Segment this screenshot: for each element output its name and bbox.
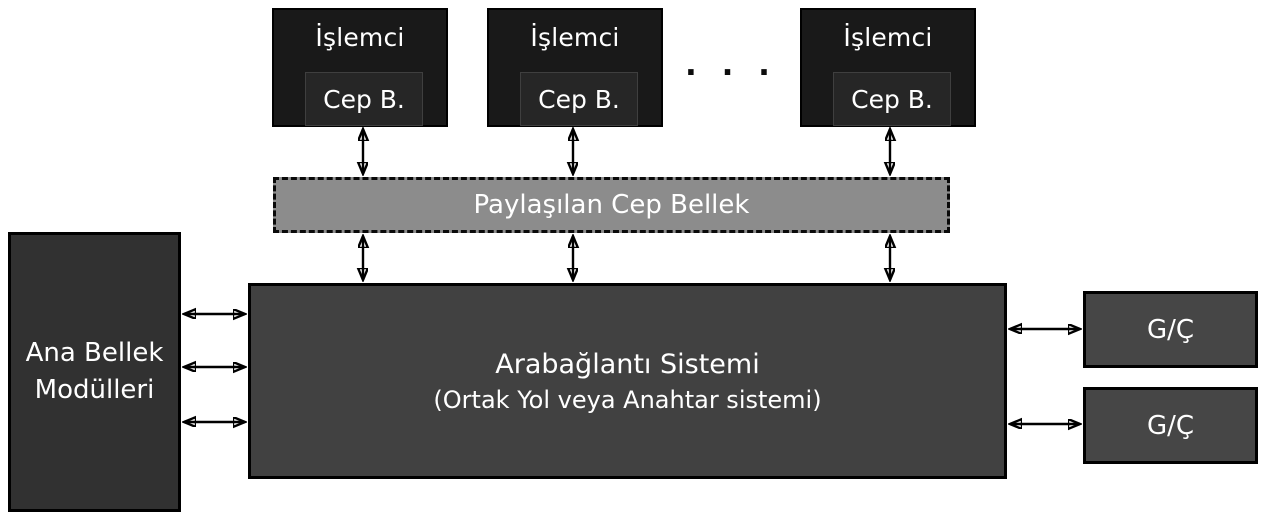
io-box-2: G/Ç	[1083, 387, 1258, 464]
cache-box-2: Cep B.	[520, 72, 638, 126]
io-box-1: G/Ç	[1083, 291, 1258, 368]
processor-label: İşlemci	[843, 23, 933, 52]
main-memory-label-line2: Modülleri	[34, 375, 155, 405]
ellipsis: . . .	[685, 47, 777, 83]
io-label: G/Ç	[1146, 410, 1195, 441]
cache-label: Cep B.	[851, 84, 933, 114]
processor-label: İşlemci	[315, 23, 405, 52]
processor-box-2: İşlemci Cep B.	[487, 8, 663, 127]
shared-cache-box: Paylaşılan Cep Bellek	[273, 177, 950, 233]
interconnect-subtitle: (Ortak Yol veya Anahtar sistemi)	[433, 385, 822, 414]
interconnect-box: Arabağlantı Sistemi (Ortak Yol veya Anah…	[248, 283, 1007, 479]
processor-label: İşlemci	[530, 23, 620, 52]
processor-box-1: İşlemci Cep B.	[272, 8, 448, 127]
io-label: G/Ç	[1146, 314, 1195, 345]
shared-cache-label: Paylaşılan Cep Bellek	[473, 190, 750, 220]
main-memory-box: Ana Bellek Modülleri	[8, 232, 181, 512]
cache-label: Cep B.	[323, 84, 405, 114]
interconnect-title: Arabağlantı Sistemi	[495, 348, 760, 380]
cache-box-3: Cep B.	[833, 72, 951, 126]
main-memory-label-line1: Ana Bellek	[25, 338, 164, 368]
cache-box-1: Cep B.	[305, 72, 423, 126]
processor-box-3: İşlemci Cep B.	[800, 8, 976, 127]
cache-label: Cep B.	[538, 84, 620, 114]
